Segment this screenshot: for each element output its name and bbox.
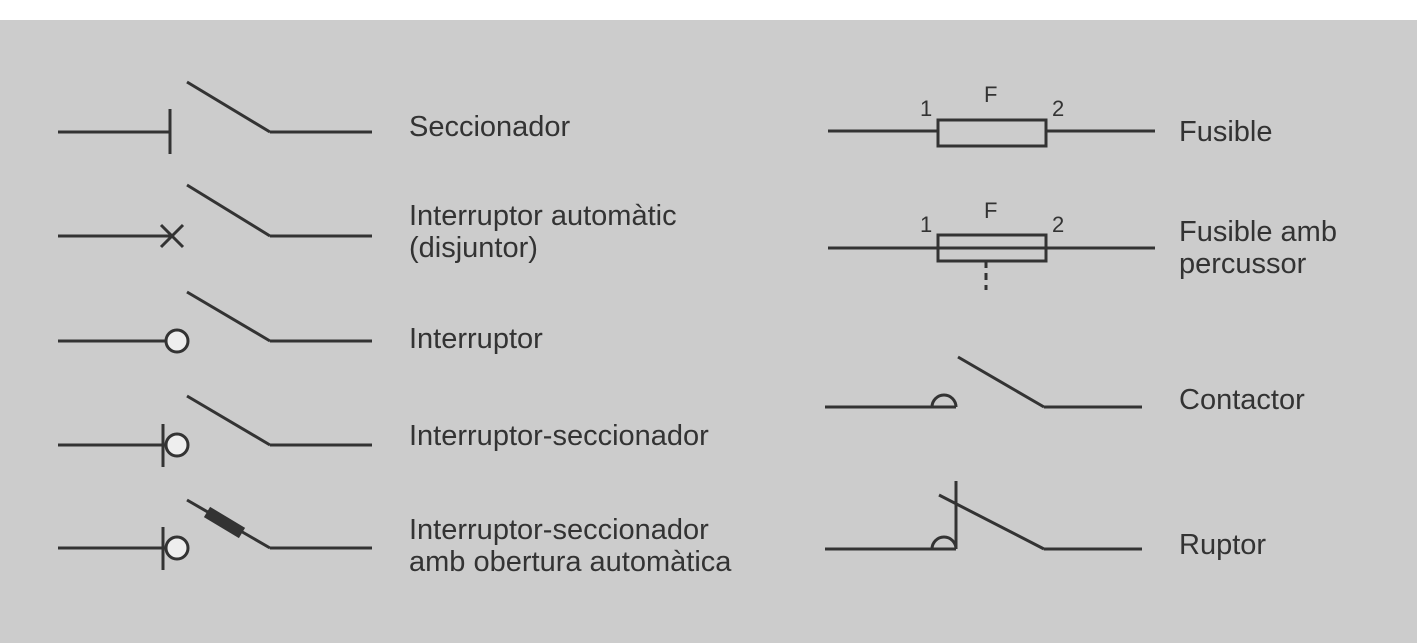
interruptor-seccionador-symbol: [58, 394, 372, 467]
fuse-percussor-tag: F: [984, 198, 997, 223]
interruptor-symbol: [58, 290, 372, 354]
fuse-pin-2: 2: [1052, 96, 1064, 121]
fuse-percussor-pin-2: 2: [1052, 212, 1064, 237]
label-fusible: Fusible: [1179, 116, 1273, 148]
fuse-percussor-pin-1: 1: [920, 212, 932, 237]
label-interruptor-automatic: Interruptor automàtic (disjuntor): [409, 200, 677, 264]
label-interruptor: Interruptor: [409, 323, 543, 355]
fuse-pin-1: 1: [920, 96, 932, 121]
ruptor-symbol: [825, 481, 1142, 551]
label-contactor: Contactor: [1179, 384, 1305, 416]
label-seccionador: Seccionador: [409, 111, 571, 143]
fuse-tag: F: [984, 82, 997, 107]
diagram-panel: 1 F 2 1 F 2 Seccion: [0, 20, 1417, 643]
interruptor-automatic-symbol: [58, 183, 372, 249]
symbols-drawing: 1 F 2 1 F 2: [58, 80, 1155, 570]
fusible-symbol: 1 F 2: [828, 82, 1155, 148]
contactor-symbol: [825, 355, 1142, 409]
label-interruptor-seccionador: Interruptor-seccionador: [409, 420, 709, 452]
seccionador-symbol: [58, 80, 372, 154]
label-interruptor-seccionador-auto: Interruptor-seccionador amb obertura aut…: [409, 514, 732, 578]
interruptor-seccionador-auto-symbol: [58, 498, 372, 570]
label-ruptor: Ruptor: [1179, 529, 1267, 561]
fusible-percussor-symbol: 1 F 2: [828, 198, 1155, 290]
label-fusible-percussor: Fusible amb percussor: [1179, 216, 1337, 280]
